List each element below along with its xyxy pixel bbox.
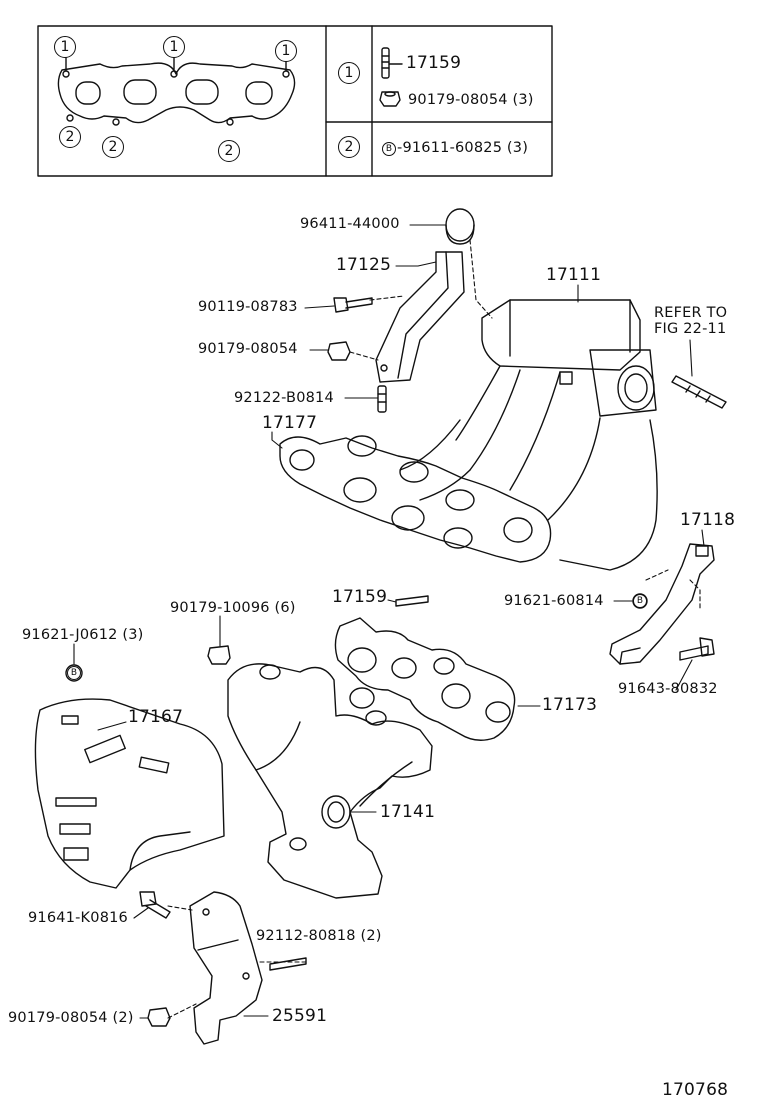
callout-17167: 17167 <box>128 707 184 727</box>
b-mark-icon: B <box>382 142 396 156</box>
callout-90179-08054-bottom: 90179-08054 (2) <box>8 1010 134 1026</box>
callout-17125: 17125 <box>336 255 392 275</box>
gasket-position-diagram <box>57 55 296 126</box>
legend-key-mark-2: 2 <box>338 136 360 158</box>
legend-key-mark-1: 1 <box>338 62 360 84</box>
bolt-91641 <box>139 891 171 919</box>
stud-92112 <box>269 957 307 971</box>
stud-92122 <box>377 385 387 413</box>
figure-number: 170768 <box>662 1080 729 1100</box>
gasket-17177 <box>279 435 552 563</box>
nut-icon <box>379 91 401 107</box>
callout-96411-44000: 96411-44000 <box>300 216 400 232</box>
callout-91641-k0816: 91641-K0816 <box>28 910 128 926</box>
legend-box <box>37 25 553 177</box>
legend-part-90179-08054: 90179-08054 (3) <box>408 92 534 108</box>
callout-17118: 17118 <box>680 510 736 530</box>
legend-part-91611-60825-number: 91611-60825 (3) <box>402 140 529 156</box>
cap-96411 <box>445 208 475 245</box>
callout-91621-60814: 91621-60814 <box>504 593 604 609</box>
callout-92112-80818: 92112-80818 (2) <box>256 928 382 944</box>
intake-manifold-17111 <box>399 299 658 571</box>
callout-17177: 17177 <box>262 413 318 433</box>
stud-icon <box>381 47 403 79</box>
stay-17125 <box>375 251 465 383</box>
nut-90179-10096 <box>207 645 231 665</box>
callout-91643-80832: 91643-80832 <box>618 681 718 697</box>
callout-92122-b0814: 92122-B0814 <box>234 390 334 406</box>
heat-insulator-17167 <box>34 698 225 889</box>
leader-lines <box>73 224 705 1019</box>
dashed-leaders <box>167 239 701 1019</box>
position-mark-1: 1 <box>163 36 185 58</box>
exhaust-manifold-17141 <box>227 663 433 899</box>
position-mark-2: 2 <box>59 126 81 148</box>
nut-90179-bottom <box>147 1007 171 1027</box>
gasket-17173 <box>334 617 516 741</box>
legend-part-17159: 17159 <box>406 53 462 73</box>
callout-refer-line1: REFER TO <box>654 305 728 321</box>
callout-25591: 25591 <box>272 1006 328 1026</box>
position-mark-1: 1 <box>54 36 76 58</box>
stud-refer <box>671 375 727 409</box>
b-mark-icon: B <box>633 594 647 608</box>
callout-17159: 17159 <box>332 587 388 607</box>
bracket-17118 <box>609 543 715 665</box>
callout-17111: 17111 <box>546 265 602 285</box>
callout-91621-j0612: 91621-J0612 (3) <box>22 627 144 643</box>
callout-refer-line2: FIG 22-11 <box>654 321 727 337</box>
callout-17141: 17141 <box>380 802 436 822</box>
callout-90179-08054: 90179-08054 <box>198 341 298 357</box>
nut-90179-top <box>327 341 351 361</box>
position-mark-1: 1 <box>275 40 297 62</box>
callout-90119-08783: 90119-08783 <box>198 299 298 315</box>
bolt-91643 <box>679 637 715 661</box>
callout-17173: 17173 <box>542 695 598 715</box>
callout-90179-10096: 90179-10096 (6) <box>170 600 296 616</box>
position-mark-2: 2 <box>102 136 124 158</box>
legend-part-91611-60825: B-91611-60825 (3) <box>382 140 528 156</box>
stud-17159 <box>395 595 429 607</box>
washer-91621-j0612 <box>65 664 83 682</box>
legend-part-91611-60825-text: - <box>397 140 403 156</box>
b-mark-icon: B <box>67 666 81 680</box>
bolt-90119 <box>333 297 373 313</box>
position-mark-2: 2 <box>218 140 240 162</box>
bracket-25591 <box>189 891 263 1045</box>
